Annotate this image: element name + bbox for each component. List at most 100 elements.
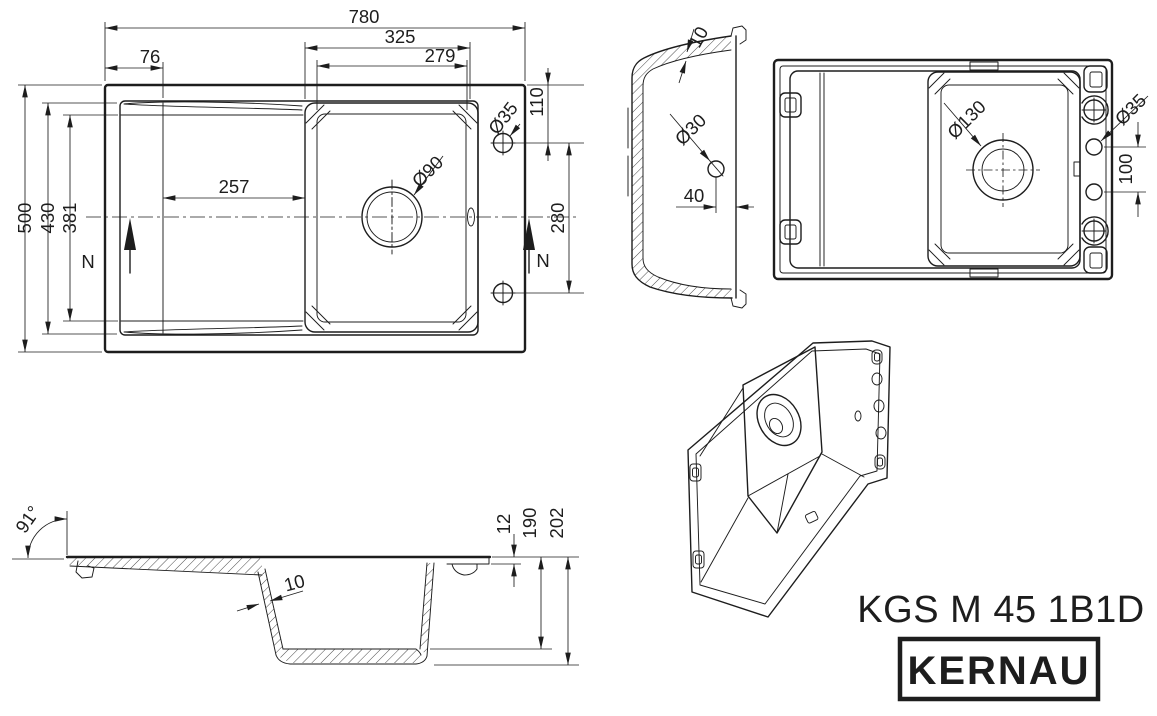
label-drain-boss-dia: Ø130 xyxy=(943,96,990,143)
left-wall-hatch xyxy=(258,569,283,655)
leader-tap-dia xyxy=(509,123,521,137)
bowl-inner-outline xyxy=(316,113,467,323)
leader-overflow-tail xyxy=(709,160,724,177)
drainer-flat-edges xyxy=(120,114,304,322)
screw-boss-top xyxy=(1081,95,1109,125)
board-hatch xyxy=(67,558,264,574)
iso-flange-holes xyxy=(854,349,887,470)
dim-rim-inner-depth: 430 xyxy=(37,203,58,234)
screw-boss-bottom xyxy=(1081,216,1109,246)
bowl-underside-chamfers xyxy=(928,72,1080,266)
top-plan-view: 780 325 279 76 500 430 381 257 Ø90 Ø35 1… xyxy=(14,6,584,354)
sink-outline xyxy=(103,83,527,354)
bowl-inner-profile xyxy=(642,49,732,290)
dim-wall-thickness-front: 10 xyxy=(282,570,307,596)
bowl-underside-outer xyxy=(927,71,1081,267)
dim-overall-height: 202 xyxy=(546,508,567,539)
iso-drain-outer xyxy=(756,393,802,447)
screw-hole-crosshairs xyxy=(1081,97,1107,244)
mounting-clips-corner xyxy=(1083,65,1108,274)
leader-overflow-dia xyxy=(669,113,711,162)
label-tap-hole-dia-bottom: Ø35 xyxy=(1111,90,1151,130)
front-clip-hook xyxy=(75,560,95,579)
leader-drain-boss xyxy=(943,102,982,147)
dim-bowl-inner-width: 279 xyxy=(425,45,456,66)
brand-logo-box xyxy=(897,636,1101,702)
ext-lines-430 xyxy=(42,102,117,335)
section-wall-hatch xyxy=(632,36,732,298)
bowl-underside-inner xyxy=(940,84,1069,254)
right-wall-hatch xyxy=(420,563,434,655)
north-datum-right: N xyxy=(523,218,550,274)
iso-panel-edges xyxy=(699,387,865,583)
north-datum-left: N xyxy=(81,218,136,274)
model-label: KGS M 45 1B1D xyxy=(857,589,1144,631)
drainer-panel-edge xyxy=(819,72,825,267)
iso-drain-detail xyxy=(768,417,784,435)
dim-tap-hole-top-offset: 110 xyxy=(526,87,547,117)
dim-arrow-10-bottom xyxy=(678,60,687,84)
dim-tap-hole-spacing: 280 xyxy=(547,203,568,234)
underside-inner-line xyxy=(779,65,1107,274)
dim-arrow-wall-right xyxy=(269,590,304,602)
iso-rim-outer xyxy=(687,340,891,618)
dim-arrow-10-top xyxy=(686,28,695,53)
bottom-plan-view: Ø130 Ø35 100 xyxy=(772,58,1151,281)
isometric-view xyxy=(687,340,891,618)
bowl-outer-outline xyxy=(304,102,479,333)
ext-lines-780 xyxy=(104,22,526,81)
dim-drainer-depth: 381 xyxy=(59,203,80,234)
tap-hole-crosshairs xyxy=(490,130,516,306)
rim-flange-hooks xyxy=(730,25,747,309)
bowl-corner-chamfers xyxy=(305,104,478,331)
tap-knockout-top xyxy=(1085,138,1103,156)
ext-lines-500 xyxy=(18,84,102,353)
bowl-bottom xyxy=(275,648,428,665)
bowl-right-wall xyxy=(419,562,435,657)
drainer-slope-edges xyxy=(123,101,303,335)
overflow-notch xyxy=(467,207,475,227)
ext-lines-right xyxy=(430,556,579,666)
dim-drainer-length: 257 xyxy=(219,176,250,197)
dim-overflow-offset: 40 xyxy=(684,185,705,206)
bottom-hatch xyxy=(276,649,421,663)
label-tap-hole-dia-top: Ø35 xyxy=(484,98,522,138)
ext-lines-325 xyxy=(304,42,471,99)
edge-tabs xyxy=(969,61,1081,278)
north-arrow-head xyxy=(124,218,136,250)
underside-recess xyxy=(789,70,1081,269)
datum-north-left: N xyxy=(81,251,94,272)
dim-rim-thickness: 12 xyxy=(493,514,514,535)
tap-knockout-bottom xyxy=(1085,183,1103,201)
angle-arc xyxy=(25,516,68,559)
leader-tap-knockout xyxy=(1100,95,1149,142)
leader-drain-dia xyxy=(413,155,444,196)
iso-drain-inner xyxy=(764,402,794,438)
label-drain-hole-dia: Ø90 xyxy=(408,152,448,192)
iso-rim-inner xyxy=(695,348,881,605)
dim-bowl-depth: 190 xyxy=(519,508,540,539)
board-underside xyxy=(69,565,263,576)
side-section-view: Ø30 40 10 xyxy=(627,23,754,309)
dim-arrow-wall-left xyxy=(236,603,260,612)
underside-outline xyxy=(772,58,1114,281)
iso-left-clips xyxy=(689,463,705,569)
rim-lip-profile xyxy=(446,556,490,576)
iso-bottom-tab xyxy=(804,511,819,524)
drain-boss-crosshair xyxy=(966,133,1040,207)
dim-bowl-outer-width: 325 xyxy=(385,26,416,47)
dim-left-edge-offset: 76 xyxy=(140,46,161,67)
dim-edge-angle: 91° xyxy=(11,502,44,537)
rim-recess-outline xyxy=(119,100,479,336)
north-arrow-head xyxy=(523,218,535,250)
dim-tap-hole-spacing-bottom: 100 xyxy=(1115,154,1136,185)
iso-bowl-box xyxy=(742,346,823,534)
dim-overall-width: 780 xyxy=(349,6,380,27)
label-overflow-dia: Ø30 xyxy=(671,110,711,150)
brand-label: KERNAU xyxy=(907,649,1090,693)
dim-overall-depth: 500 xyxy=(14,203,35,234)
bowl-outer-profile xyxy=(631,35,733,299)
mounting-clips-left xyxy=(779,92,802,245)
